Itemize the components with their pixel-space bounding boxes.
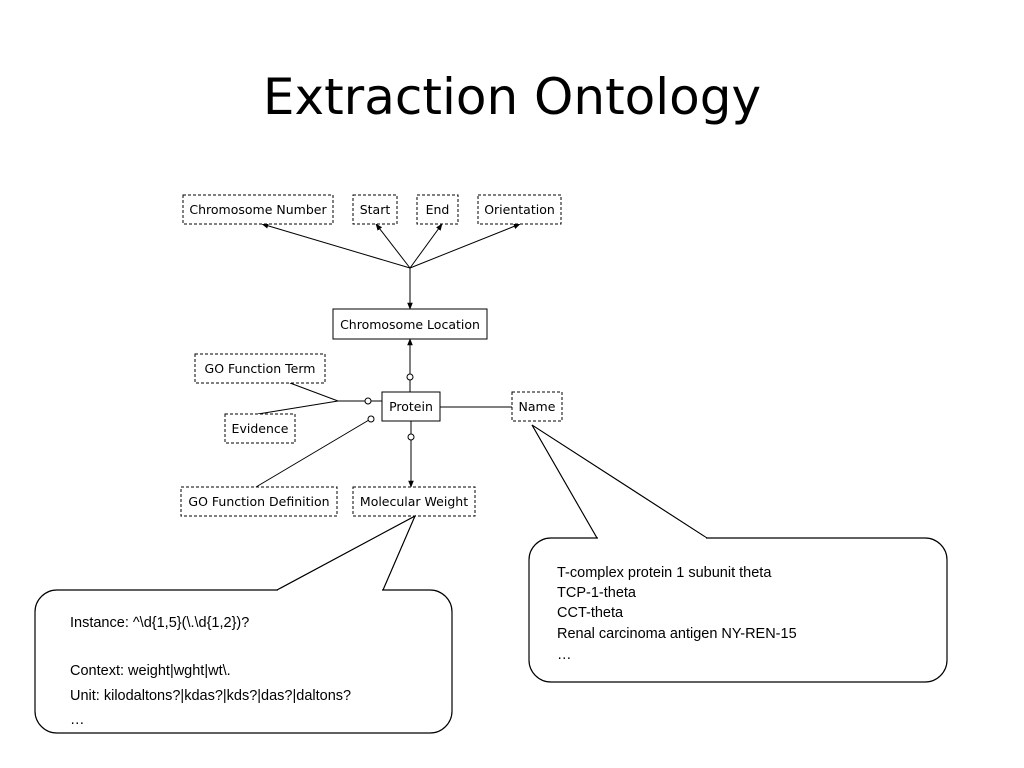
- callout-molecular-weight: Instance: ^\d{1,5}(\.\d{1,2})? Context: …: [34, 514, 453, 734]
- node-label-end: End: [426, 202, 450, 217]
- edge-hub-orientation: [409, 223, 521, 269]
- node-label-chromosome-location: Chromosome Location: [340, 317, 480, 332]
- callout-name-line-4: Renal carcinoma antigen NY-REN-15: [557, 626, 797, 642]
- node-chromosome-location: Chromosome Location: [332, 308, 488, 340]
- node-chromosome-number: Chromosome Number: [182, 194, 334, 225]
- node-label-go-function-term: GO Function Term: [205, 361, 316, 376]
- edge-go-function-definition: [255, 416, 375, 488]
- node-label-go-function-definition: GO Function Definition: [188, 494, 329, 509]
- callout-name-line-5: …: [557, 647, 572, 663]
- node-name: Name: [511, 391, 563, 422]
- nodes: Chromosome Number Start End Orientation …: [180, 194, 563, 517]
- node-protein: Protein: [381, 391, 441, 422]
- marker-circle-lower-left: [367, 415, 375, 423]
- node-label-chromosome-number: Chromosome Number: [189, 202, 327, 217]
- node-label-start: Start: [360, 202, 391, 217]
- callout-weight-line-context: Context: weight|wght|wt\.: [70, 663, 231, 679]
- callout-name-line-1: T-complex protein 1 subunit theta: [557, 565, 772, 581]
- marker-circle-top: [406, 373, 414, 381]
- callout-weight-line-unit: Unit: kilodaltons?|kdas?|kds?|das?|dalto…: [70, 688, 351, 704]
- edge-hub-chromosome-number: [261, 223, 411, 269]
- edge-hub-end: [409, 223, 443, 269]
- callout-weight-line-instance: Instance: ^\d{1,5}(\.\d{1,2})?: [70, 615, 249, 631]
- edges: [255, 223, 708, 591]
- callout-name-line-3: CCT-theta: [557, 605, 624, 621]
- callout-name-line-2: TCP-1-theta: [557, 585, 637, 601]
- marker-circle-bottom: [407, 433, 415, 441]
- callout-weight-line-ellipsis: …: [70, 712, 85, 728]
- node-go-function-definition: GO Function Definition: [180, 486, 338, 517]
- node-label-protein: Protein: [389, 399, 433, 414]
- node-orientation: Orientation: [477, 194, 562, 225]
- edge-go-function-term: [289, 382, 339, 402]
- edge-hub-start: [375, 223, 411, 269]
- slide-title: Extraction Ontology: [262, 68, 762, 126]
- node-start: Start: [352, 194, 398, 225]
- node-end: End: [416, 194, 459, 225]
- node-label-orientation: Orientation: [484, 202, 555, 217]
- node-label-molecular-weight: Molecular Weight: [360, 494, 468, 509]
- node-label-evidence: Evidence: [232, 421, 289, 436]
- edge-evidence: [257, 400, 339, 415]
- marker-circle-left: [364, 397, 372, 405]
- node-molecular-weight: Molecular Weight: [352, 486, 476, 517]
- node-evidence: Evidence: [224, 413, 296, 444]
- node-label-name: Name: [519, 399, 556, 414]
- node-go-function-term: GO Function Term: [194, 353, 326, 384]
- callout-name: T-complex protein 1 subunit theta TCP-1-…: [528, 424, 948, 683]
